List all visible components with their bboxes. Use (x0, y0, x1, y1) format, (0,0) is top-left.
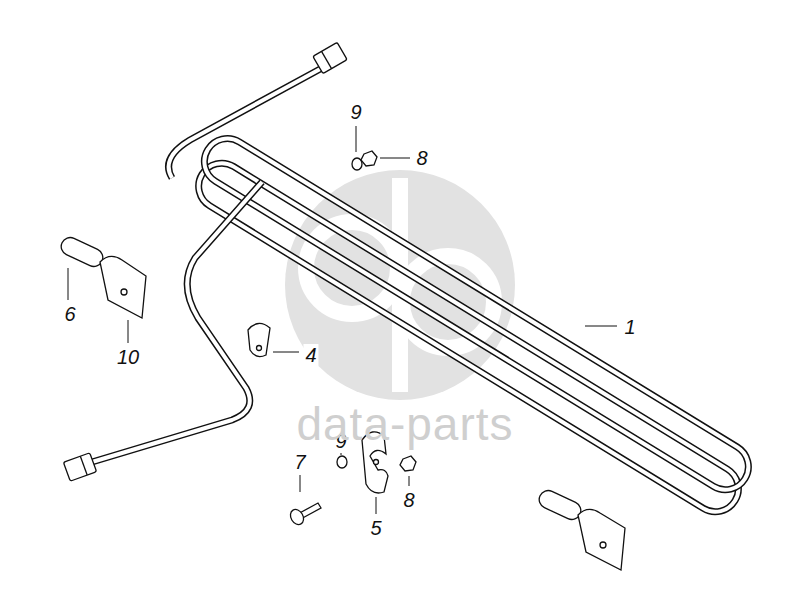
callout-number: 8 (401, 489, 416, 511)
leader-line (68, 126, 617, 514)
watermark-logo (285, 170, 515, 400)
callout-number: 4 (303, 344, 318, 366)
callout-number: 1 (622, 316, 637, 338)
watermark: data-parts (294, 400, 515, 448)
pipe-clip (58, 151, 625, 570)
callout-number: 7 (292, 451, 307, 473)
callout-number: 10 (115, 346, 141, 368)
callout-number: 5 (368, 517, 383, 539)
callout-number: 6 (62, 303, 77, 325)
callout-number: 8 (414, 147, 429, 169)
pipe-coil (92, 68, 760, 520)
callout-number: 9 (348, 101, 363, 123)
